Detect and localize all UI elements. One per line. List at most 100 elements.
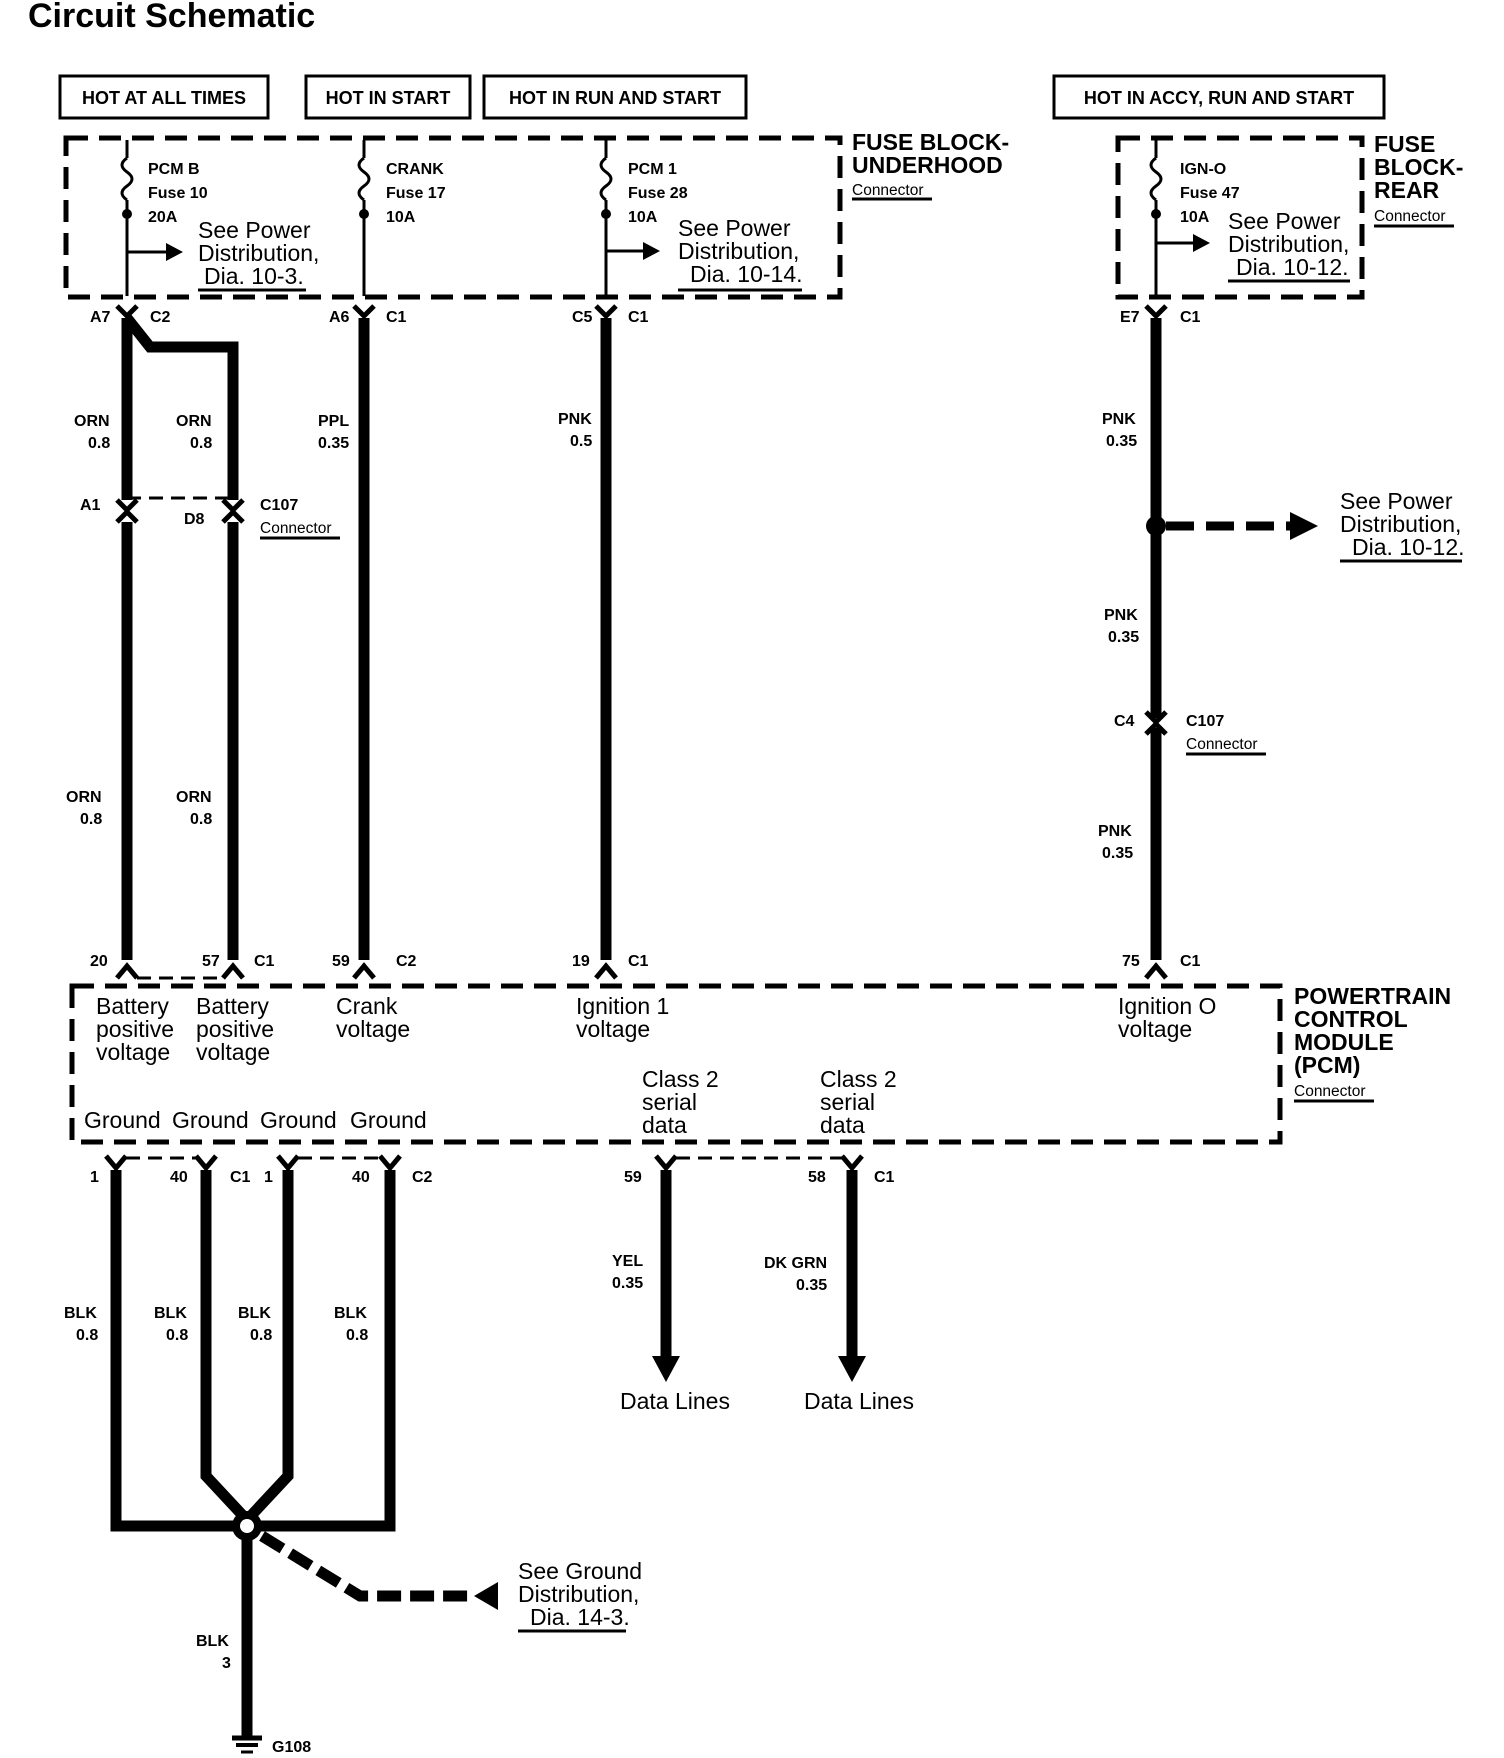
ref-10-14-line3: Dia. 10-14. (690, 261, 803, 287)
wire-label-orn-b-color: ORN (176, 413, 212, 430)
svg-text:voltage: voltage (336, 1016, 410, 1042)
wire-orn-left (121, 314, 239, 500)
wire-label-blk4-size: 0.8 (346, 1327, 368, 1344)
data-lines-label-left: Data Lines (620, 1388, 730, 1414)
wire-label-ppl-color: PPL (318, 413, 349, 430)
pcm-func-battery-2: Battery positive voltage (196, 993, 274, 1065)
pcm-conn-c1-top-b: C1 (628, 953, 649, 970)
ref-10-3-line1: See Power (198, 217, 311, 243)
fuse-pcm-1-number: Fuse 28 (628, 185, 688, 202)
c107-right-connector-label: Connector (1186, 736, 1258, 753)
svg-text:Ground: Ground (84, 1107, 161, 1133)
ref-power-dist-10-12-rear: See Power Distribution, Dia. 10-12. (1156, 208, 1350, 283)
c107-left-connector-label: Connector (260, 520, 332, 537)
fuse-crank-name: CRANK (386, 161, 444, 178)
conn-c1-crank: C1 (386, 309, 407, 326)
wire-label-blk-main-color: BLK (196, 1633, 229, 1650)
ref-ground-dist-14-3: See Ground Distribution, Dia. 14-3. (518, 1558, 642, 1633)
pcm-conn-c2-bottom: C2 (412, 1169, 433, 1186)
pcm-bottom-terminals (104, 1154, 864, 1172)
svg-text:Ignition 1: Ignition 1 (576, 993, 669, 1019)
fuse-block-rear-outline (1115, 135, 1365, 300)
wire-label-pnkr2-size: 0.35 (1108, 629, 1139, 646)
fuse-pcm-1-rating: 10A (628, 209, 658, 226)
wire-label-blk3-size: 0.8 (250, 1327, 272, 1344)
svg-text:Crank: Crank (336, 993, 398, 1019)
svg-text:serial: serial (820, 1089, 875, 1115)
header-hot-accy-label: HOT IN ACCY, RUN AND START (1084, 88, 1354, 108)
wire-label-pnkr2-color: PNK (1104, 607, 1138, 624)
header-hot-accy: HOT IN ACCY, RUN AND START (1052, 74, 1386, 120)
pcm-pin-1-a: 1 (90, 1169, 99, 1186)
pcm-conn-c1-bottom-a: C1 (230, 1169, 251, 1186)
svg-text:Ground: Ground (260, 1107, 337, 1133)
ref-10-3-line3: Dia. 10-3. (204, 263, 304, 289)
pcm-conn-c1-top-c: C1 (1180, 953, 1201, 970)
pcm-pin-1-b: 1 (264, 1169, 273, 1186)
ref-10-14-line1: See Power (678, 215, 791, 241)
fuse-crank: CRANK Fuse 17 10A (357, 140, 446, 296)
fuse-block-terminals (115, 304, 1168, 320)
wire-label-orn-b-size: 0.8 (190, 435, 212, 452)
wire-label-pnkr3-color: PNK (1098, 823, 1132, 840)
ref-10-12-rear-line3: Dia. 10-12. (1236, 254, 1349, 280)
side-ref-line2: Distribution, (1340, 511, 1461, 537)
pin-a7: A7 (90, 309, 111, 326)
pcm-title-2: CONTROL (1294, 1006, 1408, 1032)
pcm-conn-c2-top: C2 (396, 953, 417, 970)
pcm-func-ignition-1: Ignition 1 voltage (576, 993, 669, 1042)
fuse-pcm-b: PCM B Fuse 10 20A (120, 140, 208, 296)
fuse-block-rear-title-3: REAR (1374, 177, 1440, 203)
wire-label-blk4-color: BLK (334, 1305, 367, 1322)
c107-left-name: C107 (260, 497, 298, 514)
pcm-func-class2-b: Class 2 serial data (820, 1066, 897, 1138)
svg-text:positive: positive (96, 1016, 174, 1042)
pcm-connector-label: Connector (1294, 1083, 1366, 1100)
wire-label-pnkr3-size: 0.35 (1102, 845, 1133, 862)
data-lines-label-right: Data Lines (804, 1388, 914, 1414)
fuse-ign-o-rating: 10A (1180, 209, 1210, 226)
svg-text:Battery: Battery (196, 993, 269, 1019)
conn-c1-rear: C1 (1180, 309, 1201, 326)
wire-label-orn-a-color: ORN (74, 413, 110, 430)
wire-label-orn-d-color: ORN (176, 789, 212, 806)
pcm-func-crank: Crank voltage (336, 993, 410, 1042)
ground-wires (110, 1170, 396, 1736)
pcm-title-1: POWERTRAIN (1294, 983, 1451, 1009)
wire-label-pnk1-size: 0.5 (570, 433, 592, 450)
wire-label-dkgrn-color: DK GRN (764, 1255, 827, 1272)
wire-label-pnk1-color: PNK (558, 411, 592, 428)
fuse-crank-rating: 10A (386, 209, 416, 226)
conn-c1-pcm1: C1 (628, 309, 649, 326)
svg-text:Class 2: Class 2 (642, 1066, 719, 1092)
ground-name-g108: G108 (272, 1739, 311, 1756)
side-ref-line3: Dia. 10-12. (1352, 534, 1465, 560)
wire-label-yel-size: 0.35 (612, 1275, 643, 1292)
header-hot-in-start-label: HOT IN START (326, 88, 451, 108)
fuse-pcm-b-name: PCM B (148, 161, 200, 178)
c107-pin-d8: D8 (184, 511, 205, 528)
pcm-pin-58: 58 (808, 1169, 826, 1186)
fuse-ign-o-number: Fuse 47 (1180, 185, 1240, 202)
wire-label-orn-a-size: 0.8 (88, 435, 110, 452)
fuse-block-underhood-connector: Connector (852, 182, 924, 199)
pcm-func-battery-1: Battery positive voltage (96, 993, 174, 1065)
wire-label-blk3-color: BLK (238, 1305, 271, 1322)
wire-label-pnkr1-color: PNK (1102, 411, 1136, 428)
pin-c5: C5 (572, 309, 593, 326)
wire-label-ppl-size: 0.35 (318, 435, 349, 452)
wire-label-pnkr1-size: 0.35 (1106, 433, 1137, 450)
pcm-conn-c1-bottom-b: C1 (874, 1169, 895, 1186)
pcm-pin-20: 20 (90, 953, 108, 970)
wire-label-blk1-color: BLK (64, 1305, 97, 1322)
c107-pin-a1: A1 (80, 497, 101, 514)
splice-ign-o (1146, 512, 1318, 540)
svg-text:voltage: voltage (1118, 1016, 1192, 1042)
fuse-pcm-b-rating: 20A (148, 209, 178, 226)
pcm-outline (69, 983, 1283, 1145)
ref-power-dist-10-14: See Power Distribution, Dia. 10-14. (606, 215, 803, 292)
header-hot-all-times-label: HOT AT ALL TIMES (82, 88, 246, 108)
fuse-ign-o: IGN-O Fuse 47 10A (1149, 140, 1240, 296)
svg-text:data: data (642, 1112, 687, 1138)
